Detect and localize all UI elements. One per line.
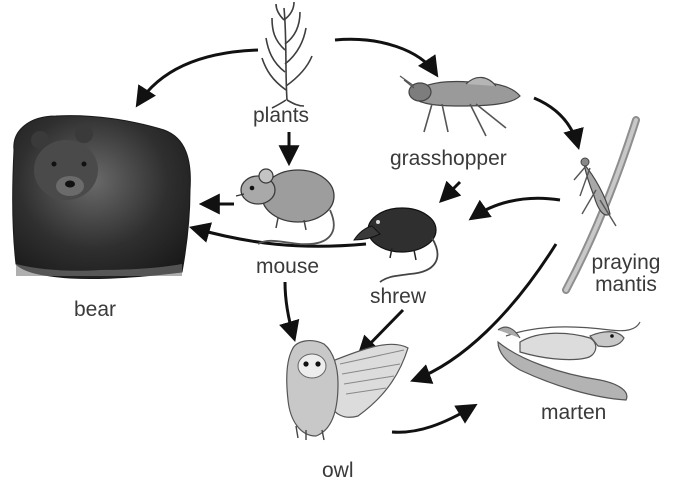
arrow-mantis-to-owl: [414, 244, 556, 380]
mouse-icon: [236, 169, 334, 244]
label-mantis: mantis: [586, 274, 666, 296]
bear-icon: [13, 116, 191, 279]
shrew-icon: [354, 208, 437, 282]
arrow-grasshopper-to-mantis: [534, 98, 578, 146]
arrow-owl-to-marten: [392, 406, 474, 432]
arrow-mantis-to-shrew: [472, 198, 560, 218]
owl-icon: [287, 341, 408, 440]
label-plants: plants: [253, 105, 309, 127]
label-praying-mantis: praying mantis: [586, 252, 666, 296]
label-mouse: mouse: [256, 256, 319, 278]
label-shrew: shrew: [370, 286, 426, 308]
marten-icon: [498, 322, 640, 400]
arrow-shrew-to-bear: [193, 228, 366, 246]
label-praying: praying: [586, 252, 666, 274]
label-grasshopper: grasshopper: [390, 148, 507, 170]
arrow-plants-to-grasshopper: [335, 39, 436, 74]
label-owl: owl: [322, 460, 354, 482]
arrow-grasshopper-to-shrew: [442, 182, 460, 200]
plant-sprig-icon: [262, 2, 312, 108]
grasshopper-icon: [400, 76, 520, 136]
label-bear: bear: [74, 299, 116, 321]
label-marten: marten: [541, 402, 606, 424]
arrow-mouse-to-owl: [285, 282, 294, 338]
arrow-plants-to-bear: [138, 50, 258, 104]
